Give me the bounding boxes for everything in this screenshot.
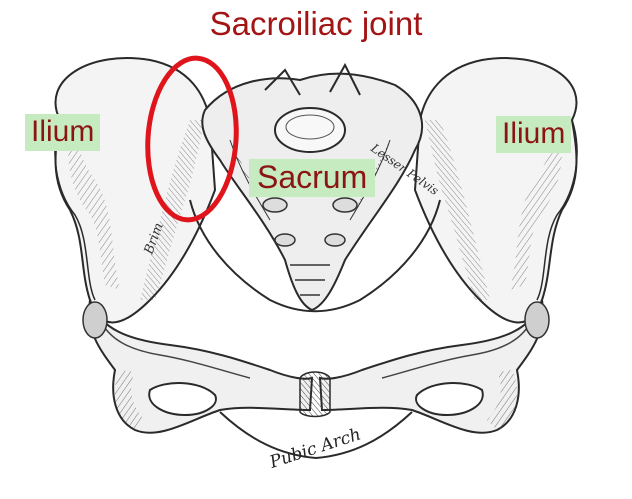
pubic-arch-engraving: Pubic Arch xyxy=(266,425,363,474)
label-ilium-left: Ilium xyxy=(25,114,100,151)
label-sacrum: Sacrum xyxy=(249,159,375,197)
label-ilium-right: Ilium xyxy=(496,116,571,153)
diagram-title: Sacroiliac joint xyxy=(0,7,632,40)
